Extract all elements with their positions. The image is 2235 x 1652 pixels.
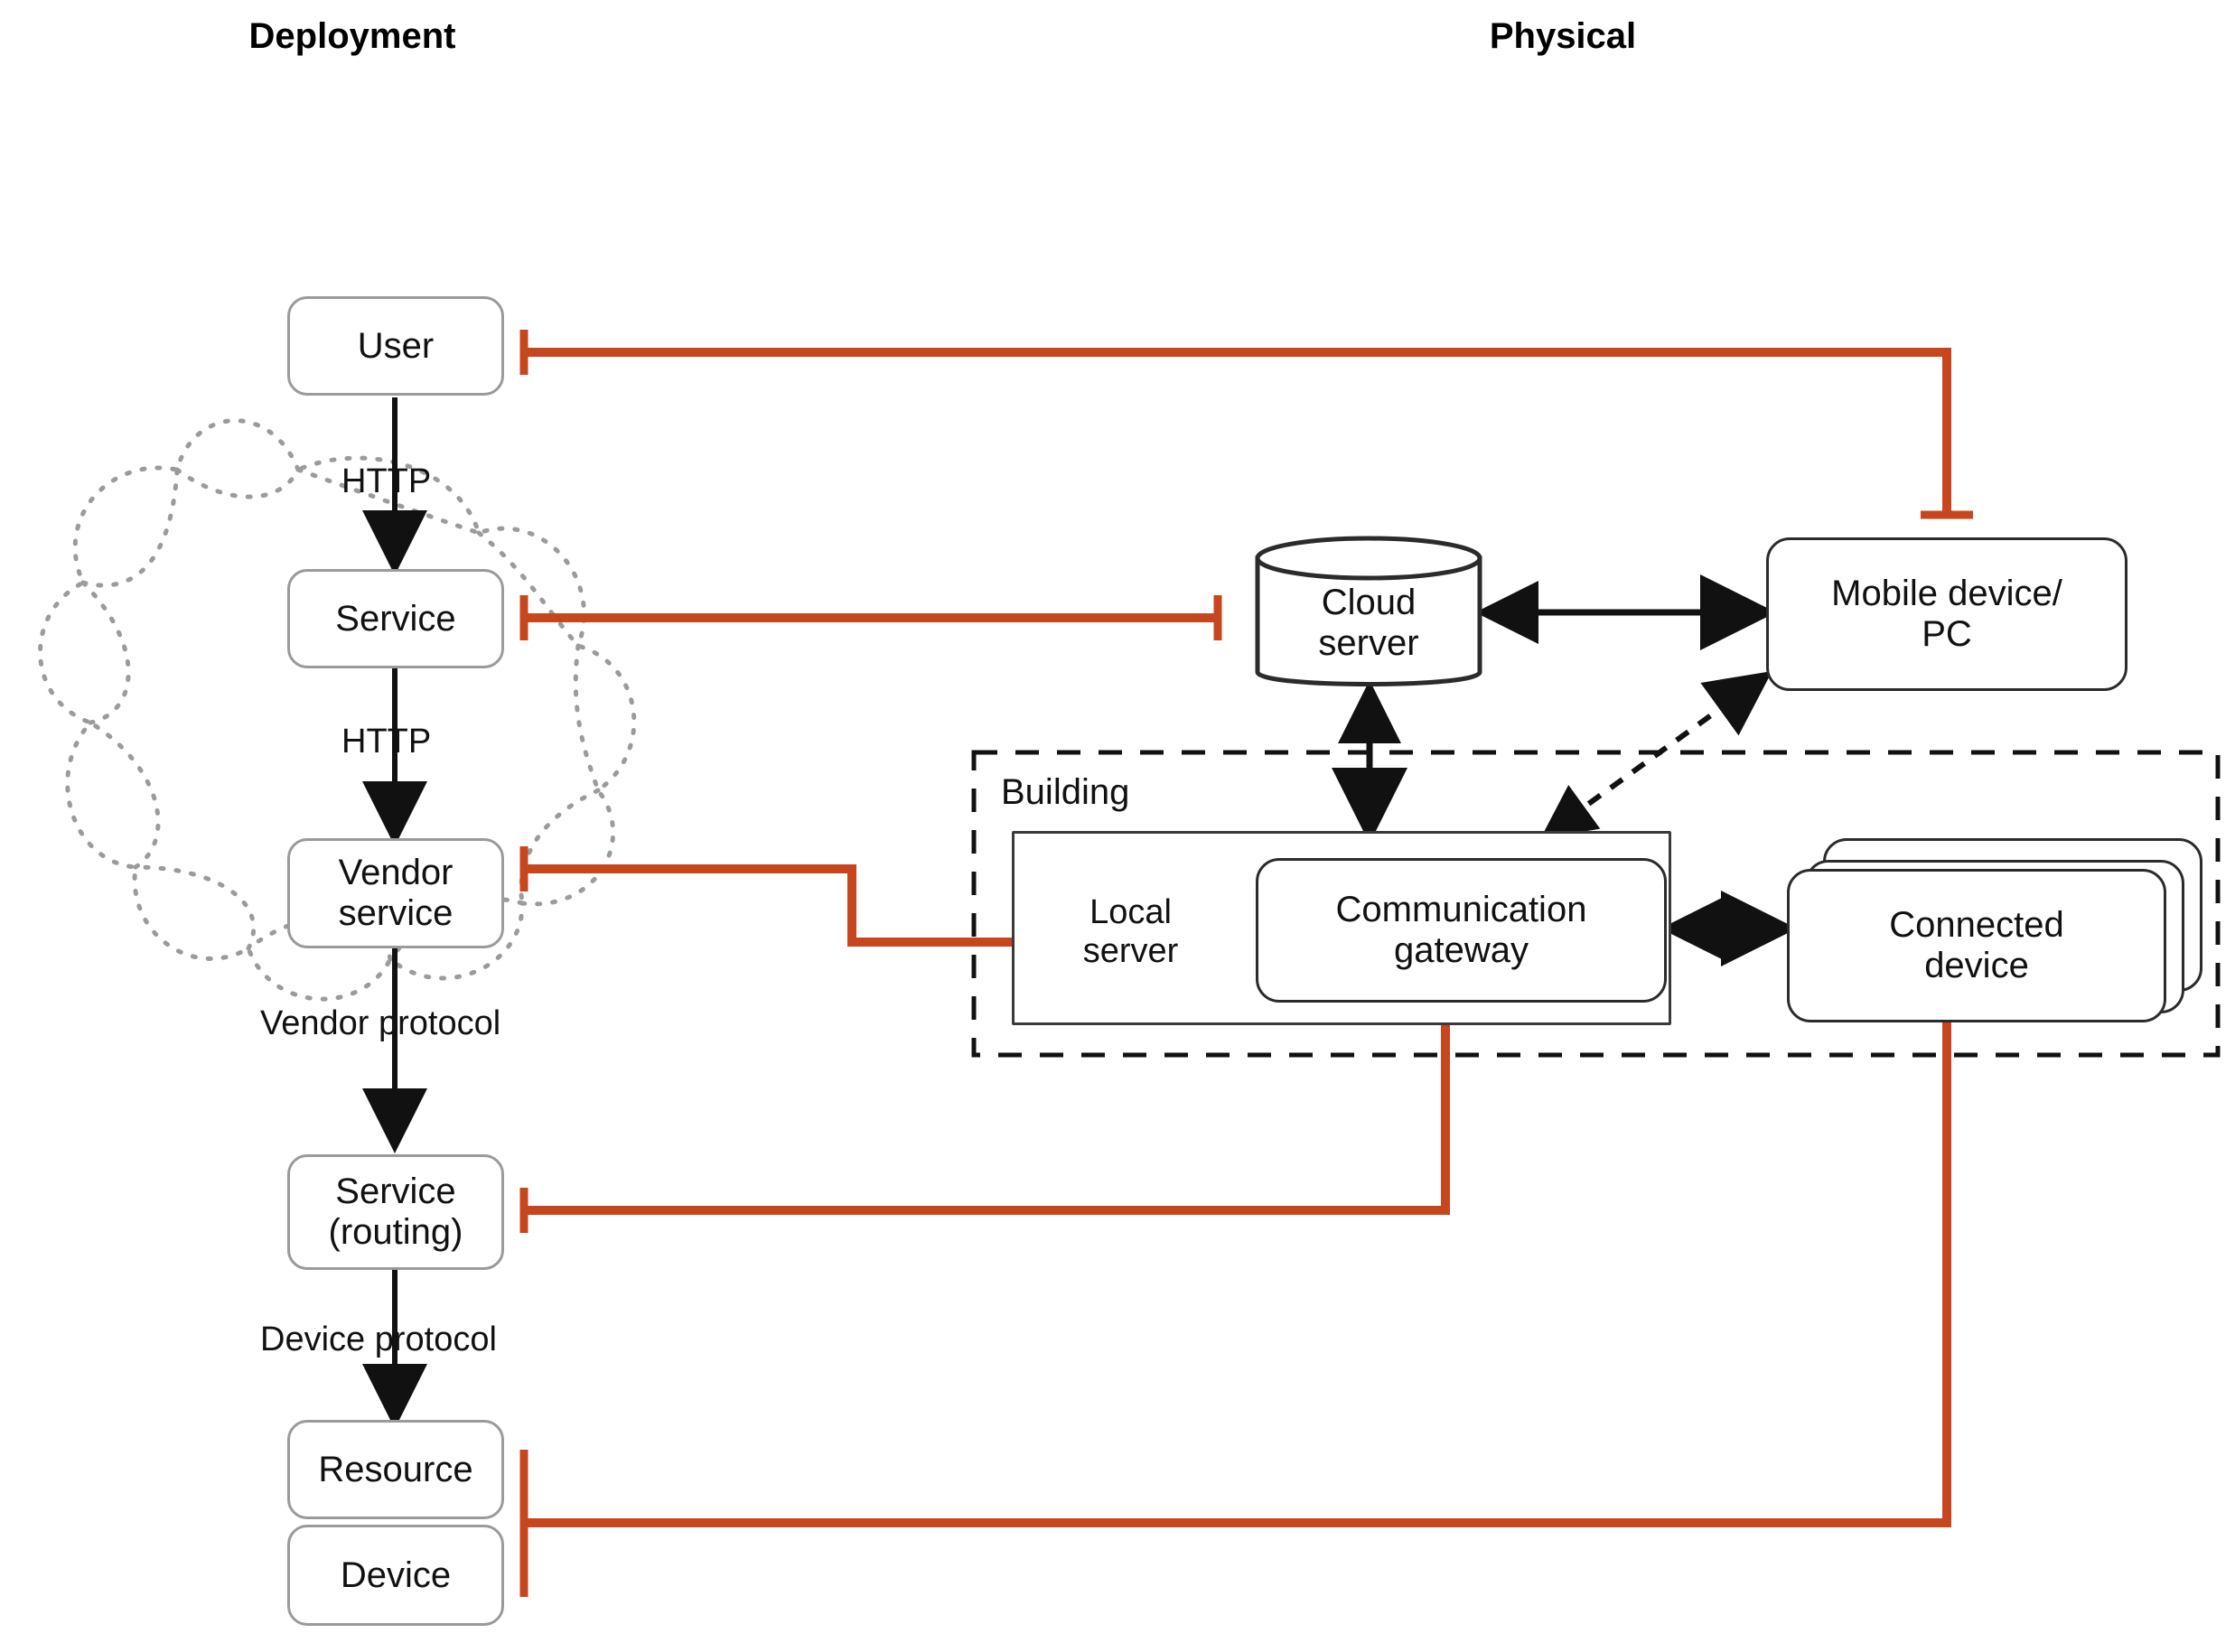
edge-label-vendor-protocol: Vendor protocol — [260, 1004, 501, 1042]
node-connected-device-label-line2: device — [1924, 946, 2029, 985]
column-title-deployment: Deployment — [248, 16, 456, 56]
node-local-server-label-line2: server — [1082, 932, 1179, 970]
column-title-physical: Physical — [1489, 16, 1637, 56]
node-resource[interactable]: Resource — [287, 1420, 504, 1519]
edge-label-device-protocol: Device protocol — [260, 1321, 497, 1358]
node-connected-device[interactable]: Connected device — [1787, 869, 2166, 1022]
node-user-label: User — [357, 325, 435, 366]
mapping-service-to-cloudserver — [519, 595, 1222, 640]
node-communication-gateway[interactable]: Communication gateway — [1256, 858, 1667, 1003]
node-cloud-server-label-line1: Cloud — [1321, 583, 1417, 623]
node-local-server-label-line1: Local — [1089, 893, 1172, 932]
node-device[interactable]: Device — [287, 1525, 504, 1626]
node-cloud-server[interactable]: Cloud server — [1258, 560, 1480, 686]
node-service[interactable]: Service — [287, 569, 504, 668]
arrow-gateway-mobile-wireless — [1540, 670, 1772, 839]
mapping-user-to-mobile — [519, 330, 1973, 519]
node-service-routing[interactable]: Service (routing) — [287, 1154, 504, 1270]
node-service-label: Service — [335, 598, 456, 639]
edge-label-http-1: HTTP — [341, 462, 432, 500]
node-resource-label: Resource — [318, 1449, 473, 1489]
edge-label-http-2: HTTP — [341, 723, 432, 761]
node-cloud-server-label-line2: server — [1318, 623, 1419, 663]
building-label: Building — [1001, 772, 1130, 812]
node-device-label: Device — [340, 1554, 452, 1595]
node-user[interactable]: User — [287, 296, 504, 396]
node-mobile-device-pc-label-line1: Mobile device/ — [1831, 574, 2062, 614]
node-service-routing-label-line1: Service — [335, 1171, 456, 1212]
node-communication-gateway-label-line2: gateway — [1394, 930, 1529, 970]
mapping-vendorservice-to-localserver — [519, 846, 1037, 965]
mapping-resourcedevice-to-connecteddevice — [519, 1012, 1973, 1597]
node-mobile-device-pc[interactable]: Mobile device/ PC — [1766, 537, 2127, 691]
node-vendor-service-label-line2: service — [338, 893, 454, 933]
node-local-server[interactable]: Local server — [1043, 869, 1218, 995]
node-communication-gateway-label-line1: Communication — [1335, 890, 1587, 930]
mapping-routing-to-gateway — [519, 1000, 1472, 1233]
node-service-routing-label-line2: (routing) — [328, 1212, 463, 1252]
node-vendor-service-label-line1: Vendor — [338, 853, 454, 893]
node-vendor-service[interactable]: Vendor service — [287, 838, 504, 948]
node-mobile-device-pc-label-line2: PC — [1922, 614, 1972, 654]
node-connected-device-label-line1: Connected — [1889, 905, 2064, 946]
